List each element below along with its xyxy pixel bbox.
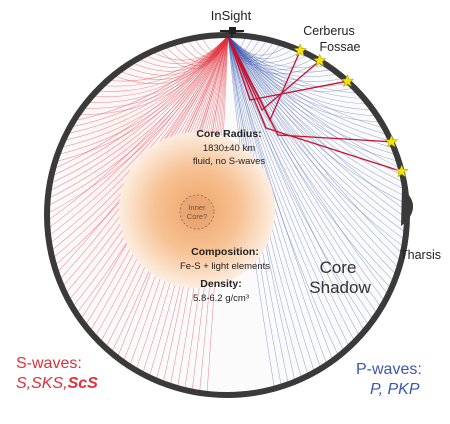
p-wave-ray	[227, 35, 407, 212]
p-wave-ray	[227, 35, 400, 269]
marsquake-star-icon	[384, 134, 399, 148]
marsquake-events	[293, 43, 409, 178]
s-wave-ray	[52, 35, 229, 170]
core-shadow-label-1: Core	[320, 258, 357, 277]
p-wave-ray	[227, 35, 382, 308]
inner-core-label-1: Inner	[188, 203, 206, 212]
s-wave-ray	[47, 35, 229, 230]
core-radius-note: fluid, no S-waves	[193, 156, 266, 167]
scs-ray	[227, 35, 348, 101]
s-wave-list-bold: ScS	[68, 375, 99, 392]
p-wave-ray	[227, 35, 385, 129]
p-wave-ray	[227, 35, 405, 248]
marsquake-star-icon	[293, 43, 308, 57]
s-wave-legend-list: S,SKS,ScS	[16, 375, 98, 392]
p-wave-ray	[227, 35, 407, 219]
scs-ray-paths	[227, 35, 402, 173]
composition-value: Fe-S + light elements	[180, 261, 270, 272]
s-wave-ray	[48, 35, 229, 237]
scs-ray	[227, 35, 392, 143]
p-wave-ray	[227, 35, 407, 234]
scs-ray	[227, 35, 321, 112]
cerberus-label-1: Cerberus	[303, 24, 354, 38]
density-title: Density:	[200, 278, 241, 290]
s-wave-ray	[51, 35, 229, 177]
p-wave-ray	[227, 35, 365, 332]
s-wave-ray	[73, 35, 229, 121]
p-wave-ray	[227, 35, 334, 361]
core-radius-value: 1830±40 km	[203, 143, 255, 154]
p-wave-ray	[227, 35, 403, 176]
s-wave-ray	[69, 35, 229, 128]
marsquake-star-icon	[312, 53, 327, 67]
p-wave-ray	[227, 35, 406, 241]
p-wave-ray	[227, 35, 402, 169]
p-wave-ray	[227, 35, 389, 135]
inner-core	[179, 194, 215, 230]
inner-core-label-2: Core?	[187, 212, 207, 221]
s-wave-legend-title: S-waves:	[16, 355, 82, 372]
density-value: 5.8-6.2 g/cm³	[193, 293, 249, 304]
p-wave-ray	[227, 35, 350, 348]
p-wave-ray	[227, 35, 403, 255]
p-wave-ray	[227, 35, 392, 142]
p-wave-ray	[227, 35, 402, 262]
tharsis-bulge	[401, 188, 414, 226]
core-shadow-label-2: Shadow	[309, 278, 371, 297]
core-radius-title: Core Radius:	[196, 128, 261, 140]
p-wave-ray	[227, 35, 374, 320]
composition-title: Composition:	[191, 246, 259, 258]
scs-ray	[227, 35, 402, 173]
s-wave-ray	[47, 35, 229, 222]
lander-label: InSight	[211, 8, 252, 23]
marsquake-star-icon	[394, 164, 409, 178]
p-wave-legend-list: P, PKP	[370, 381, 420, 398]
s-wave-ray	[107, 35, 229, 82]
p-wave-ray	[227, 35, 407, 226]
marsquake-star-icon	[340, 73, 355, 88]
s-wave-ray	[49, 35, 229, 184]
tharsis-label: Tharsis	[400, 248, 441, 262]
s-wave-list-regular: S,SKS,	[16, 375, 68, 392]
p-wave-legend-title: P-waves:	[356, 361, 422, 378]
outer-core	[119, 132, 275, 288]
lander-icon	[220, 27, 244, 38]
cerberus-label-2: Fossae	[320, 40, 361, 54]
